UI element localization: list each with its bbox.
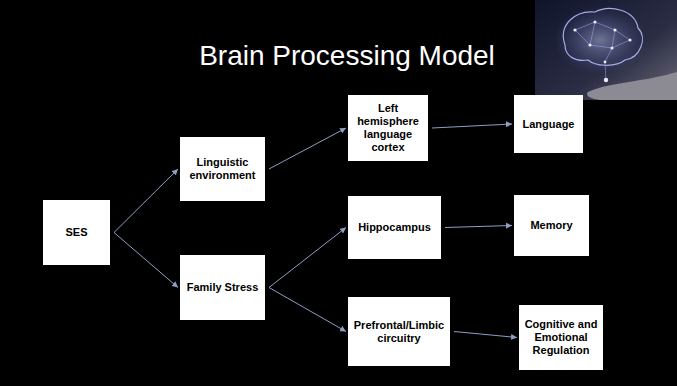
process-box: Memory — [514, 195, 589, 256]
box-label: Language — [523, 118, 575, 131]
box-label: Linguistic environment — [185, 156, 260, 182]
arrow-connector — [454, 332, 517, 338]
hand — [587, 72, 677, 100]
process-box: Family Stress — [180, 255, 265, 320]
process-box: Hippocampus — [348, 196, 441, 259]
process-box: SES — [43, 200, 110, 265]
process-box: Left hemisphere language cortex — [348, 95, 428, 161]
box-label: Memory — [530, 219, 572, 232]
box-label: SES — [65, 226, 87, 239]
box-label: Prefrontal/Limbic circuitry — [353, 319, 445, 345]
process-box: Prefrontal/Limbic circuitry — [348, 297, 450, 366]
arrow-connector — [432, 124, 512, 128]
box-label: Left hemisphere language cortex — [353, 102, 423, 154]
arrow-connector — [114, 233, 178, 288]
process-box: Linguistic environment — [180, 137, 265, 201]
arrow-connector — [445, 226, 512, 228]
process-box: Cognitive and Emotional Regulation — [519, 305, 603, 370]
arrow-connector — [269, 288, 346, 332]
process-box: Language — [514, 95, 583, 153]
brain-network — [575, 22, 630, 82]
brain-glow — [554, 6, 646, 74]
box-label: Hippocampus — [358, 221, 431, 234]
slide-title: Brain Processing Model — [152, 40, 542, 72]
arrow-connector — [269, 228, 346, 288]
brain-outline — [563, 9, 642, 66]
box-label: Cognitive and Emotional Regulation — [524, 318, 598, 357]
box-label: Family Stress — [187, 281, 259, 294]
arrow-connector — [114, 169, 178, 233]
brain-nodes — [573, 20, 631, 82]
photo-ground — [535, 0, 677, 100]
arrow-connector — [269, 128, 346, 169]
